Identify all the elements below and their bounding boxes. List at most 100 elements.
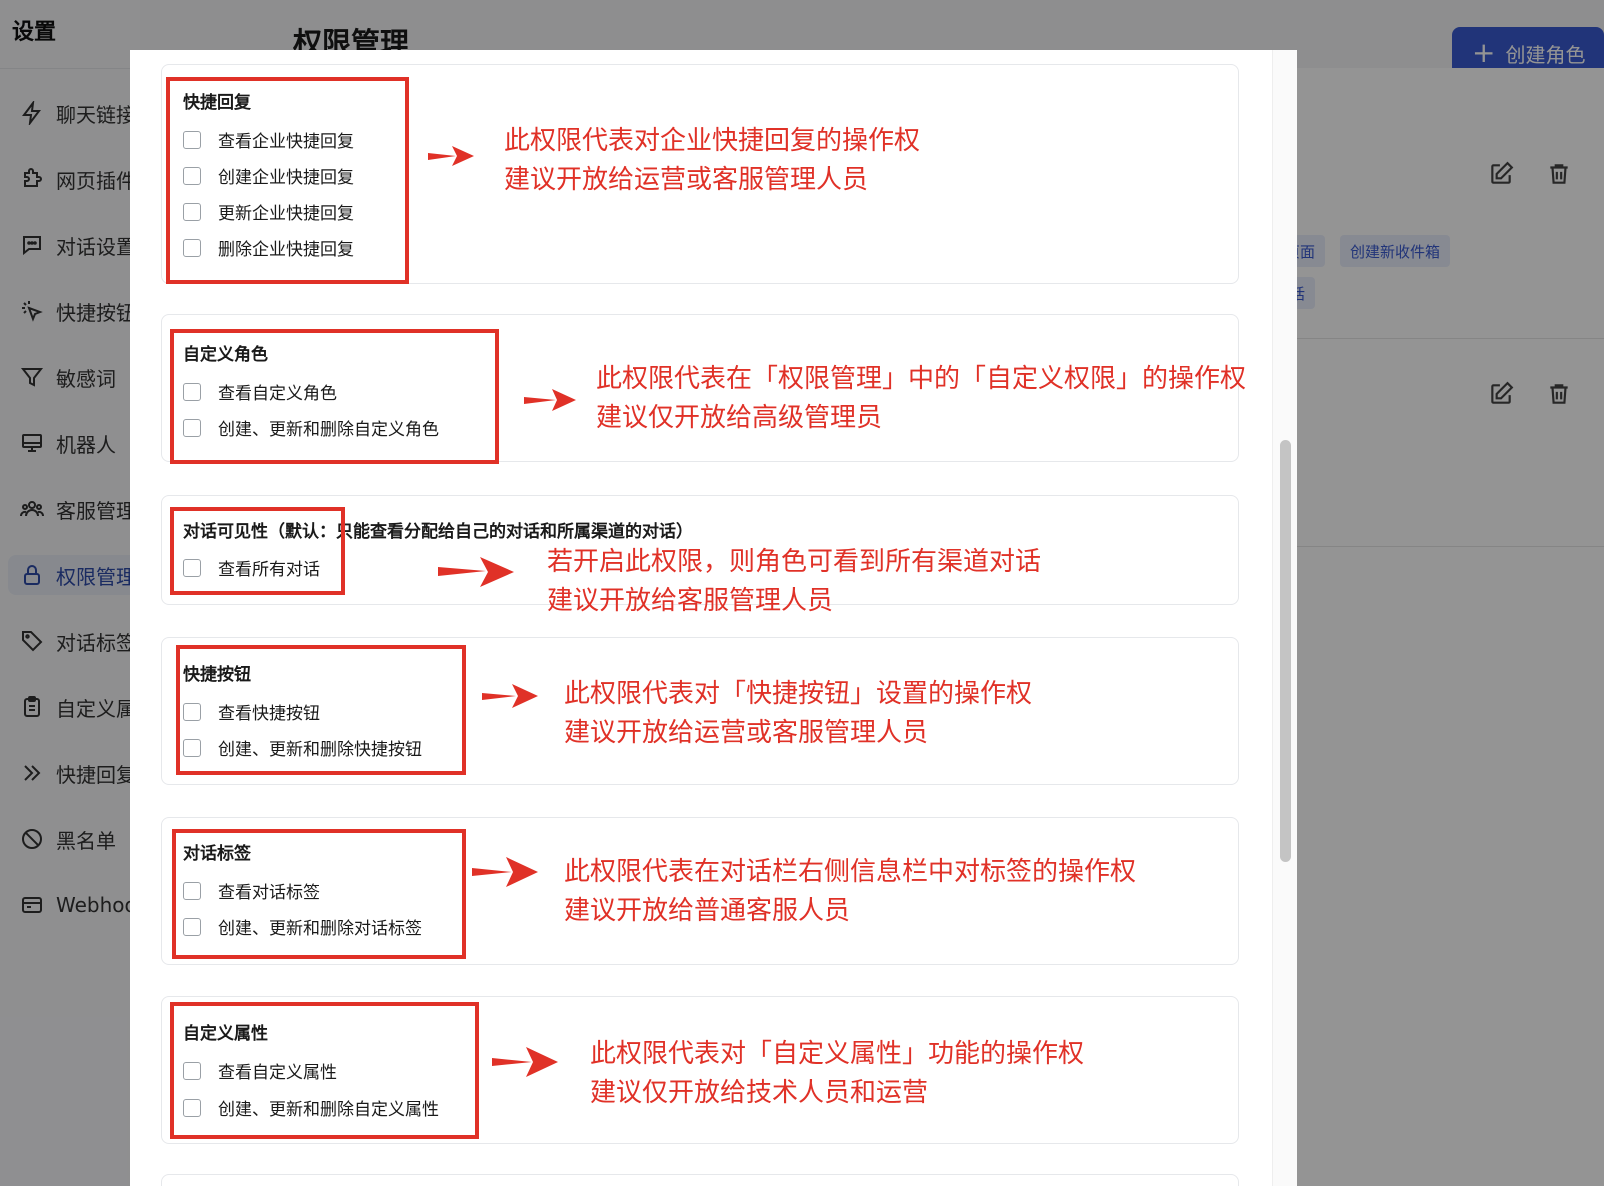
section-title: 对话可见性（默认：只能查看分配给自己的对话和所属渠道的对话） <box>183 522 693 542</box>
permission-option[interactable]: 创建企业快捷回复 <box>183 163 354 188</box>
scrollbar-thumb[interactable] <box>1280 440 1291 862</box>
annotation-line: 此权限代表在对话栏右侧信息栏中对标签的操作权 <box>564 857 1137 887</box>
sidebar-item-label: 快捷回复 <box>56 762 136 787</box>
checkbox[interactable] <box>183 702 201 721</box>
permission-option[interactable]: 查看所有对话 <box>183 555 320 580</box>
checkbox[interactable] <box>183 130 201 149</box>
checkbox[interactable] <box>183 917 201 936</box>
red-arrow-icon <box>492 1047 558 1077</box>
clipboard-icon <box>24 696 40 717</box>
sidebar-item-web-plugin[interactable]: 网页插件 <box>20 159 136 199</box>
red-arrow-icon <box>438 557 514 587</box>
sidebar-item-quick-replies[interactable]: 快捷回复 <box>20 753 136 793</box>
trash-icon[interactable] <box>1546 161 1572 187</box>
sidebar-item-label: 快捷按钮 <box>56 300 136 325</box>
option-label: 查看自定义属性 <box>218 1063 337 1083</box>
edit-icon[interactable] <box>1488 381 1514 407</box>
option-label: 创建、更新和删除对话标签 <box>218 919 422 939</box>
red-arrow-icon <box>482 684 538 708</box>
option-label: 创建、更新和删除自定义属性 <box>218 1100 439 1120</box>
option-label: 更新企业快捷回复 <box>218 204 354 224</box>
permission-tag: 创建新收件箱 <box>1340 235 1451 267</box>
sidebar-item-label: 敏感词 <box>56 366 116 391</box>
annotation-line: 此权限代表对「自定义属性」功能的操作权 <box>590 1039 1085 1069</box>
plus-icon: + <box>1472 36 1496 69</box>
permission-option[interactable]: 更新企业快捷回复 <box>183 199 354 224</box>
section-title: 自定义角色 <box>183 345 268 365</box>
permission-card-quick-replies <box>161 64 1239 284</box>
permission-option[interactable]: 创建、更新和删除自定义角色 <box>183 415 439 440</box>
checkbox[interactable] <box>183 166 201 185</box>
permissions-modal: 快捷回复 查看企业快捷回复 创建企业快捷回复 更新企业快捷回复 删除企业快捷回复… <box>130 50 1297 1186</box>
sidebar-item-permissions[interactable]: 权限管理 <box>8 555 148 595</box>
permission-option[interactable]: 创建、更新和删除自定义属性 <box>183 1095 439 1120</box>
permission-option[interactable]: 创建、更新和删除对话标签 <box>183 914 422 939</box>
ban-icon <box>22 829 42 849</box>
checkbox[interactable] <box>183 738 201 757</box>
annotation-line: 此权限代表对「快捷按钮」设置的操作权 <box>564 679 1033 709</box>
option-label: 创建、更新和删除快捷按钮 <box>218 740 422 760</box>
sidebar-item-label: 网页插件 <box>56 168 136 193</box>
sidebar-item-chat-settings[interactable]: 对话设置 <box>20 225 136 265</box>
row-divider <box>1297 546 1604 547</box>
trash-icon[interactable] <box>1546 381 1572 407</box>
option-label: 创建企业快捷回复 <box>218 168 354 188</box>
section-title: 对话标签 <box>183 844 251 864</box>
permission-option[interactable]: 查看自定义属性 <box>183 1058 337 1083</box>
lightning-icon <box>22 101 41 125</box>
annotation-text: 此权限代表对「自定义属性」功能的操作权建议仅开放给技术人员和运营 <box>590 1035 1084 1113</box>
permission-option[interactable]: 创建、更新和删除快捷按钮 <box>183 735 422 760</box>
permission-option[interactable]: 查看企业快捷回复 <box>183 127 354 152</box>
permission-option[interactable]: 查看对话标签 <box>183 878 320 903</box>
permission-card-next <box>161 1174 1239 1186</box>
checkbox[interactable] <box>183 558 201 577</box>
edit-icon[interactable] <box>1488 161 1514 187</box>
sidebar-item-agent-management[interactable]: 客服管理 <box>20 489 136 529</box>
chat-bubble-icon <box>23 236 41 256</box>
sidebar-item-quick-buttons[interactable]: 快捷按钮 <box>20 291 136 331</box>
option-label: 查看对话标签 <box>218 883 320 903</box>
checkbox[interactable] <box>183 382 201 401</box>
sidebar-item-label: 机器人 <box>56 432 116 457</box>
permission-card-custom-attributes <box>161 996 1239 1144</box>
option-label: 查看快捷按钮 <box>218 704 320 724</box>
annotation-line: 此权限代表对企业快捷回复的操作权 <box>504 126 921 156</box>
option-label: 查看自定义角色 <box>218 384 337 404</box>
sidebar-item-blacklist[interactable]: 黑名单 <box>20 819 116 859</box>
annotation-line: 此权限代表在「权限管理」中的「自定义权限」的操作权 <box>596 364 1247 394</box>
annotation-text: 此权限代表对企业快捷回复的操作权建议开放给运营或客服管理人员 <box>504 122 920 200</box>
settings-title: 设置 <box>12 20 57 45</box>
lock-icon <box>24 565 40 585</box>
sidebar-item-robot[interactable]: 机器人 <box>20 423 116 463</box>
puzzle-icon <box>24 168 42 187</box>
checkbox[interactable] <box>183 1098 201 1117</box>
permission-option[interactable]: 删除企业快捷回复 <box>183 235 354 260</box>
users-icon <box>20 501 44 517</box>
permission-option[interactable]: 查看快捷按钮 <box>183 699 320 724</box>
option-label: 查看企业快捷回复 <box>218 132 354 152</box>
annotation-line: 建议开放给客服管理人员 <box>547 586 834 616</box>
annotation-line: 建议仅开放给高级管理员 <box>596 403 883 433</box>
sidebar-item-label: 黑名单 <box>56 828 116 853</box>
red-arrow-icon <box>428 146 474 166</box>
section-title: 自定义属性 <box>183 1024 268 1044</box>
permission-option[interactable]: 查看自定义角色 <box>183 379 337 404</box>
annotation-text: 若开启此权限，则角色可看到所有渠道对话建议开放给客服管理人员 <box>547 543 1041 621</box>
annotation-line: 建议开放给运营或客服管理人员 <box>564 718 929 748</box>
sidebar-item-chat-tags[interactable]: 对话标签 <box>20 621 136 661</box>
checkbox[interactable] <box>183 1061 201 1080</box>
sidebar-item-sensitive-words[interactable]: 敏感词 <box>20 357 116 397</box>
row-divider <box>1297 338 1604 339</box>
sidebar-item-label: 对话设置 <box>56 234 136 259</box>
annotation-text: 此权限代表对「快捷按钮」设置的操作权建议开放给运营或客服管理人员 <box>564 675 1032 753</box>
checkbox[interactable] <box>183 238 201 257</box>
option-label: 查看所有对话 <box>218 560 320 580</box>
sidebar-divider <box>0 68 140 69</box>
checkbox[interactable] <box>183 881 201 900</box>
checkbox[interactable] <box>183 202 201 221</box>
annotation-line: 建议开放给普通客服人员 <box>564 896 851 926</box>
option-label: 删除企业快捷回复 <box>218 240 354 260</box>
double-chevron-icon <box>24 765 41 781</box>
sidebar-item-chat-link[interactable]: 聊天链接 <box>20 93 136 133</box>
checkbox[interactable] <box>183 418 201 437</box>
